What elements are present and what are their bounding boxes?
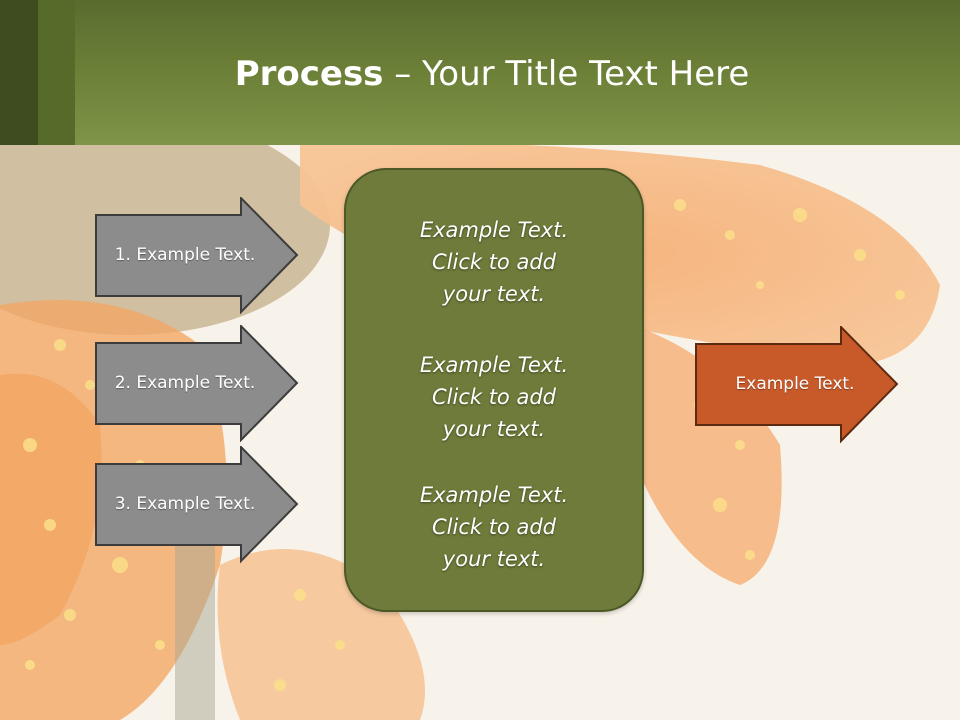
- process-text-3: Example Text. Click to add your text.: [419, 483, 569, 571]
- process-text-2: Example Text. Click to add your text.: [419, 353, 569, 441]
- title-bold-text: Process: [234, 54, 384, 94]
- header-accent-stripe: [0, 0, 38, 145]
- input-arrow-label: 3. Example Text.: [114, 494, 256, 514]
- input-arrow-label: 2. Example Text.: [114, 373, 256, 393]
- process-box[interactable]: Example Text. Click to add your text. Ex…: [344, 168, 644, 612]
- output-arrow-label: Example Text.: [735, 374, 855, 394]
- title-bar: Process – Your Title Text Here: [0, 0, 960, 145]
- input-arrow-1[interactable]: 1. Example Text.: [95, 197, 300, 315]
- process-text-1: Example Text. Click to add your text.: [419, 218, 569, 306]
- output-arrow[interactable]: Example Text.: [695, 326, 900, 444]
- slide-title[interactable]: Process – Your Title Text Here: [0, 52, 960, 96]
- title-regular-text: – Your Title Text Here: [383, 54, 750, 94]
- header-accent-stripe: [38, 0, 75, 145]
- input-arrow-3[interactable]: 3. Example Text.: [95, 446, 300, 564]
- input-arrow-2[interactable]: 2. Example Text.: [95, 325, 300, 443]
- input-arrow-label: 1. Example Text.: [114, 245, 256, 265]
